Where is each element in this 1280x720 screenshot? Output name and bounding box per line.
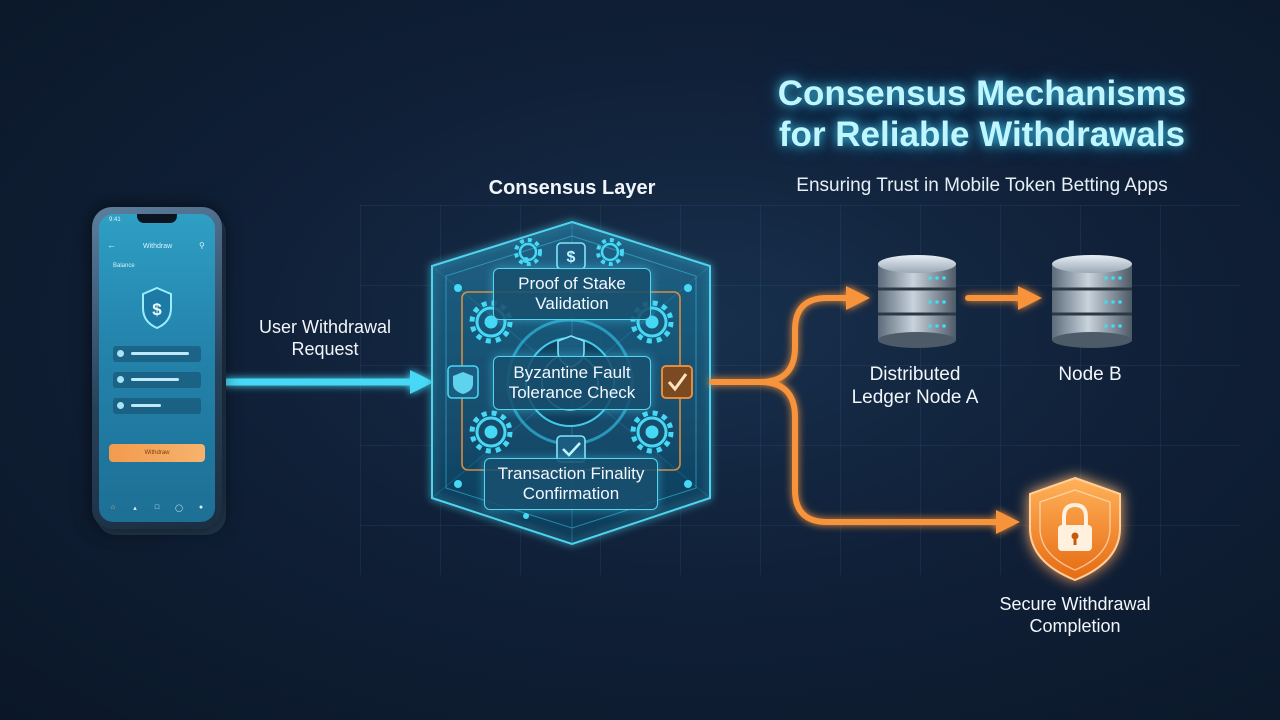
secure-label-line-1: Secure Withdrawal	[999, 594, 1151, 614]
output-connector	[709, 295, 1023, 525]
row-bar	[131, 352, 189, 355]
request-arrow	[222, 370, 434, 394]
step-label-line-1: Proof of Stake	[518, 273, 626, 293]
arrow-to-node-a	[846, 286, 870, 310]
step-label-line-2: Confirmation	[522, 484, 620, 503]
list-item[interactable]	[113, 372, 201, 388]
svg-text:$: $	[152, 300, 162, 319]
secure-completion-label: Secure Withdrawal Completion	[975, 594, 1175, 637]
nav-icon[interactable]: ▴	[133, 505, 137, 512]
server-stack-icon	[878, 255, 956, 348]
page-subtitle: Ensuring Trust in Mobile Token Betting A…	[796, 175, 1168, 196]
withdraw-button[interactable]: Withdraw	[109, 444, 205, 462]
svg-text:$: $	[567, 249, 576, 266]
step-transaction-finality: Transaction Finality Confirmation	[484, 458, 658, 510]
arrow-to-node-b	[1018, 286, 1042, 310]
phone-status-time: 9:41	[109, 217, 121, 223]
gear-icon	[596, 238, 624, 266]
phone-header-title: Withdraw	[143, 243, 173, 250]
gear-icon	[630, 300, 674, 344]
step-byzantine-fault-tolerance: Byzantine Fault Tolerance Check	[493, 356, 651, 410]
phone-section-label: Balance	[113, 263, 135, 269]
list-item[interactable]	[113, 398, 201, 414]
title-line-1: Consensus Mechanisms	[777, 74, 1187, 113]
node-a-label-line-2: Ledger Node A	[851, 386, 979, 408]
token-icon	[117, 402, 124, 409]
mobile-phone: 9:41 ← Withdraw ⚲ Balance $ Withdraw ⌂ ▴…	[92, 207, 222, 529]
phone-screen: 9:41 ← Withdraw ⚲ Balance $ Withdraw ⌂ ▴…	[99, 214, 215, 522]
dollar-shield-icon: $	[142, 286, 172, 330]
dollar-icon: $	[556, 242, 586, 270]
nav-icon[interactable]: ◯	[175, 505, 183, 512]
token-icon	[117, 376, 124, 383]
phone-notch	[137, 214, 177, 223]
padlock-shield-icon	[1029, 476, 1121, 582]
server-stack-icon	[1052, 255, 1132, 348]
step-label-line-1: Transaction Finality	[497, 463, 645, 483]
request-label-line-2: Request	[291, 338, 359, 359]
list-item[interactable]	[113, 346, 201, 362]
page-title: Consensus Mechanisms for Reliable Withdr…	[742, 74, 1222, 155]
gear-icon	[469, 410, 513, 454]
step-label-line-2: Tolerance Check	[508, 383, 636, 402]
step-label-line-2: Validation	[535, 294, 609, 313]
node-a-label: Distributed Ledger Node A	[830, 364, 1000, 410]
gear-icon	[630, 410, 674, 454]
nav-icon[interactable]: □	[154, 504, 160, 511]
node-a-label-line-1: Distributed	[869, 364, 961, 385]
withdrawal-request-label: User Withdrawal Request	[230, 317, 420, 360]
gear-icon	[469, 300, 513, 344]
consensus-layer-title: Consensus Layer	[488, 177, 656, 199]
step-label-line-1: Byzantine Fault	[513, 362, 631, 382]
request-label-line-1: User Withdrawal	[258, 317, 392, 337]
title-line-2: for Reliable Withdrawals	[778, 114, 1186, 154]
row-bar	[131, 404, 161, 407]
home-icon[interactable]: ⌂	[110, 504, 116, 511]
shield-icon	[447, 365, 479, 399]
check-icon	[661, 365, 693, 399]
token-icon	[117, 350, 124, 357]
search-icon[interactable]: ⚲	[199, 241, 205, 250]
secure-label-line-2: Completion	[1029, 615, 1121, 636]
arrow-to-secure	[996, 510, 1020, 534]
node-b-label: Node B	[1058, 364, 1122, 385]
step-proof-of-stake: Proof of Stake Validation	[493, 268, 651, 320]
gear-icon	[514, 238, 542, 266]
back-arrow-icon[interactable]: ←	[107, 240, 116, 250]
row-bar	[131, 378, 179, 381]
nav-icon[interactable]: ●	[198, 504, 204, 511]
